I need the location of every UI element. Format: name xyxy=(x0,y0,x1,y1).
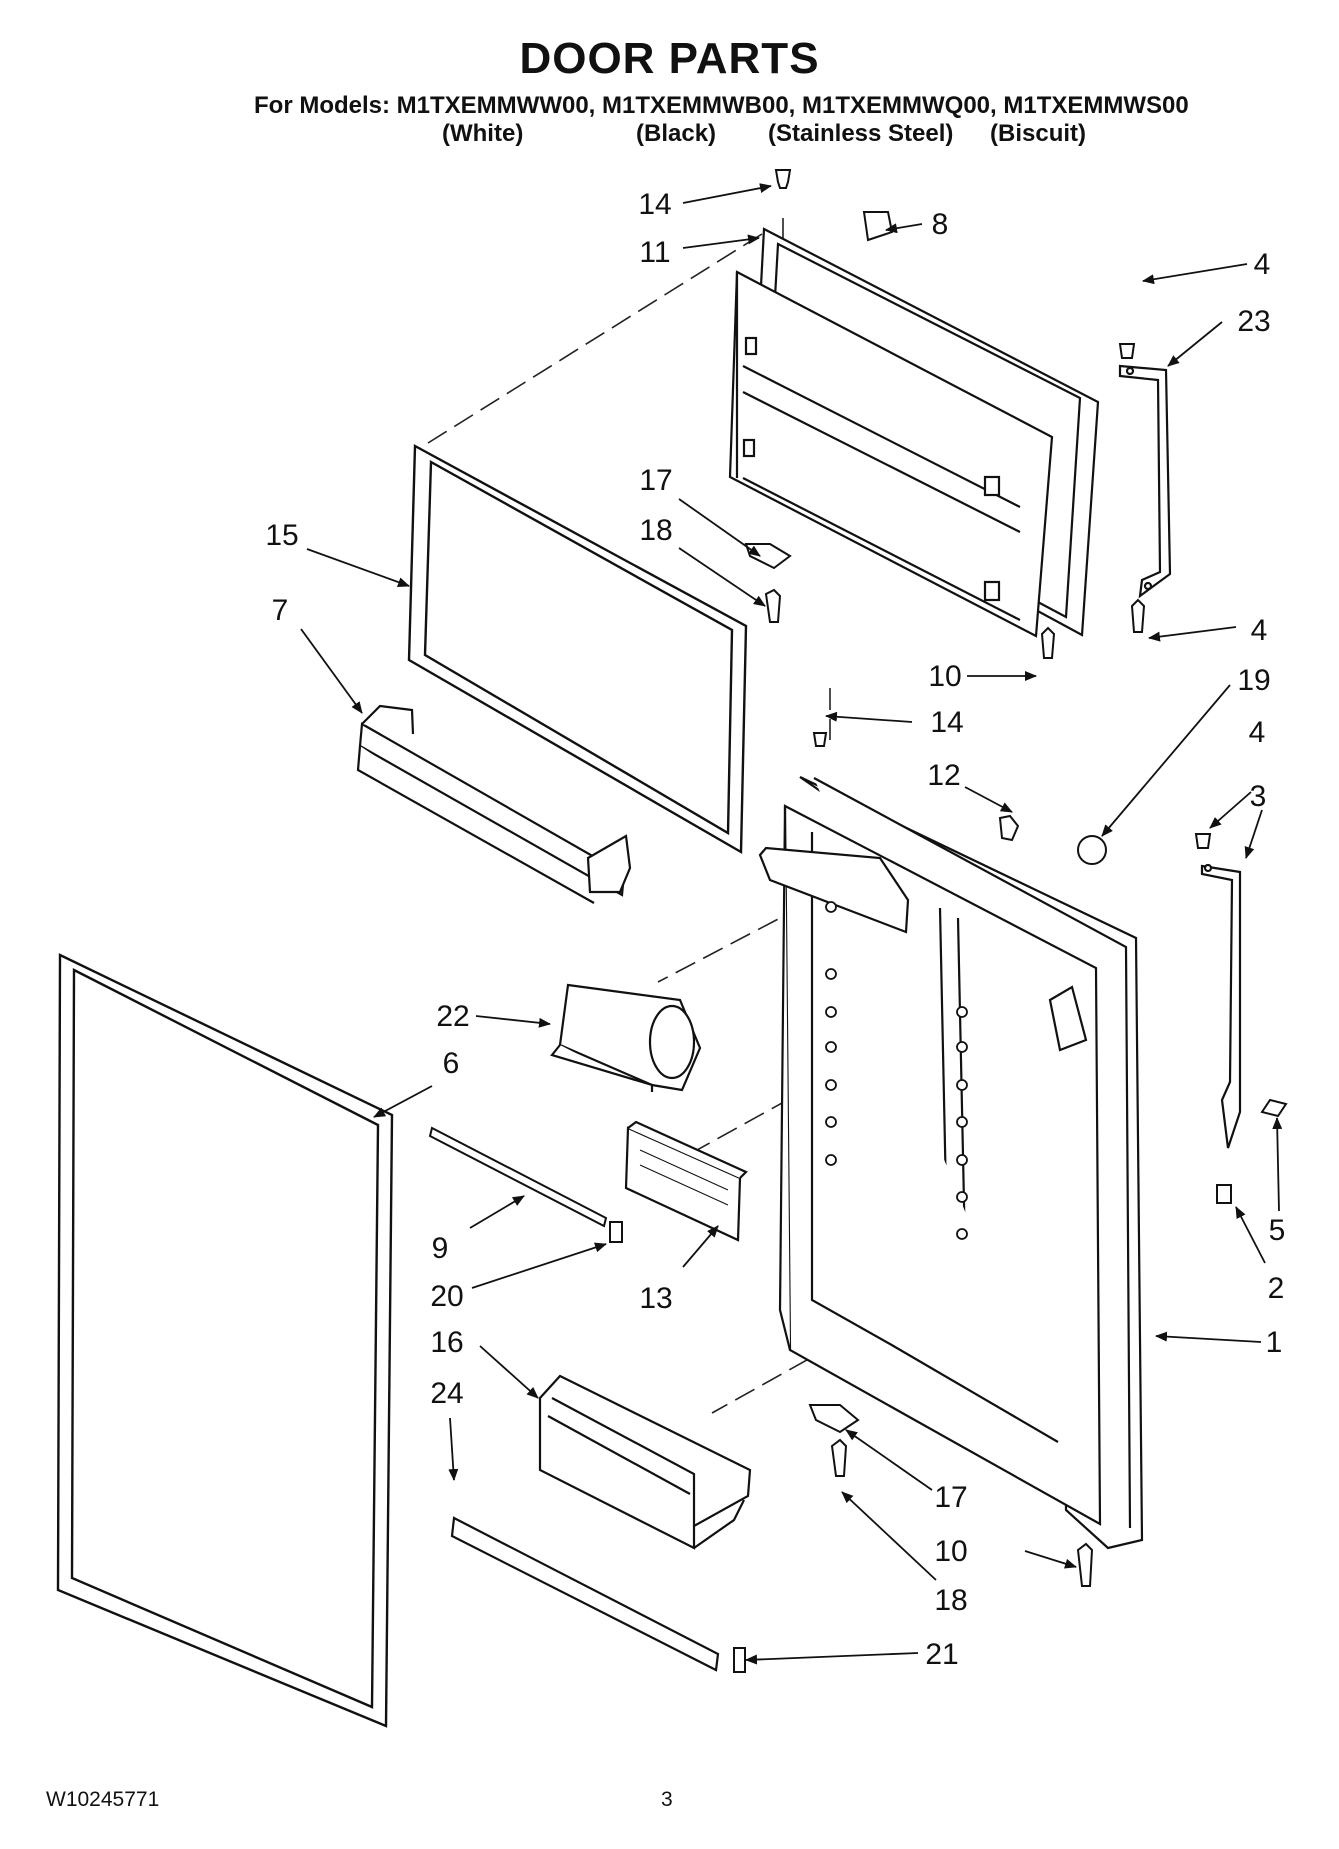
callout-10-top: 10 xyxy=(928,660,961,693)
callout-10-bottom: 10 xyxy=(934,1535,967,1568)
callout-15: 15 xyxy=(265,519,298,552)
freezer-door-gasket xyxy=(407,444,748,855)
callout-8: 8 xyxy=(932,208,949,241)
freezer-door-liner xyxy=(728,227,1100,638)
callout-7: 7 xyxy=(272,594,289,627)
trim-strip xyxy=(428,1126,608,1228)
fresh-food-door-gasket xyxy=(56,953,394,1728)
callout-17-bottom: 17 xyxy=(934,1481,967,1514)
finish-black: (Black) xyxy=(636,120,717,147)
callout-17-top: 17 xyxy=(639,464,672,497)
bin-trim-strip xyxy=(450,1516,720,1672)
callout-4-b: 4 xyxy=(1251,614,1268,647)
callout-14-mid: 14 xyxy=(930,706,963,739)
liner-holes xyxy=(825,901,968,1240)
dairy-door xyxy=(550,983,702,1092)
fasteners xyxy=(744,169,1288,1587)
callout-11: 11 xyxy=(639,236,670,269)
upper-hinge xyxy=(1118,364,1172,599)
callout-19: 19 xyxy=(1237,664,1270,697)
middle-hinge xyxy=(1200,863,1242,1149)
fresh-food-door-liner xyxy=(758,776,1144,1550)
callout-16: 16 xyxy=(430,1326,463,1359)
callout-13: 13 xyxy=(639,1282,672,1315)
callout-numbers: 14 8 11 4 23 17 18 15 7 10 4 14 19 12 4 … xyxy=(265,188,1285,1671)
callout-22: 22 xyxy=(436,1000,469,1033)
models-line: For Models: M1TXEMMWW00, M1TXEMMWB00, M1… xyxy=(254,92,1189,119)
document-number: W10245771 xyxy=(46,1788,160,1811)
callout-21: 21 xyxy=(925,1638,958,1671)
callout-14-top: 14 xyxy=(638,188,671,221)
callout-4-a: 4 xyxy=(1254,248,1271,281)
callout-12: 12 xyxy=(927,759,960,792)
callout-3: 3 xyxy=(1250,780,1267,813)
hinge-spacer xyxy=(1216,1184,1232,1204)
bin-trim-end-cap xyxy=(733,1647,746,1673)
callout-leaders xyxy=(300,183,1283,1665)
door-bin xyxy=(538,1374,752,1550)
callout-9: 9 xyxy=(432,1232,449,1265)
callout-18-bottom: 18 xyxy=(934,1584,967,1617)
finish-white: (White) xyxy=(442,120,524,147)
door-panel xyxy=(624,1120,748,1242)
callout-18-top: 18 xyxy=(639,514,672,547)
finish-biscuit: (Biscuit) xyxy=(990,120,1086,147)
callout-4-c: 4 xyxy=(1249,716,1266,749)
callout-6: 6 xyxy=(443,1047,460,1080)
finish-stainless: (Stainless Steel) xyxy=(768,120,954,147)
page-title: DOOR PARTS xyxy=(519,34,820,83)
end-cap xyxy=(609,1221,623,1243)
freezer-door-shelf xyxy=(356,704,632,904)
callout-1: 1 xyxy=(1266,1326,1283,1359)
callout-20: 20 xyxy=(430,1280,463,1313)
page-number: 3 xyxy=(661,1788,673,1811)
callout-5: 5 xyxy=(1269,1214,1286,1247)
assembly-lines xyxy=(419,218,1026,1414)
callout-23: 23 xyxy=(1237,305,1270,338)
callout-24: 24 xyxy=(430,1377,463,1410)
callout-2: 2 xyxy=(1268,1272,1285,1305)
